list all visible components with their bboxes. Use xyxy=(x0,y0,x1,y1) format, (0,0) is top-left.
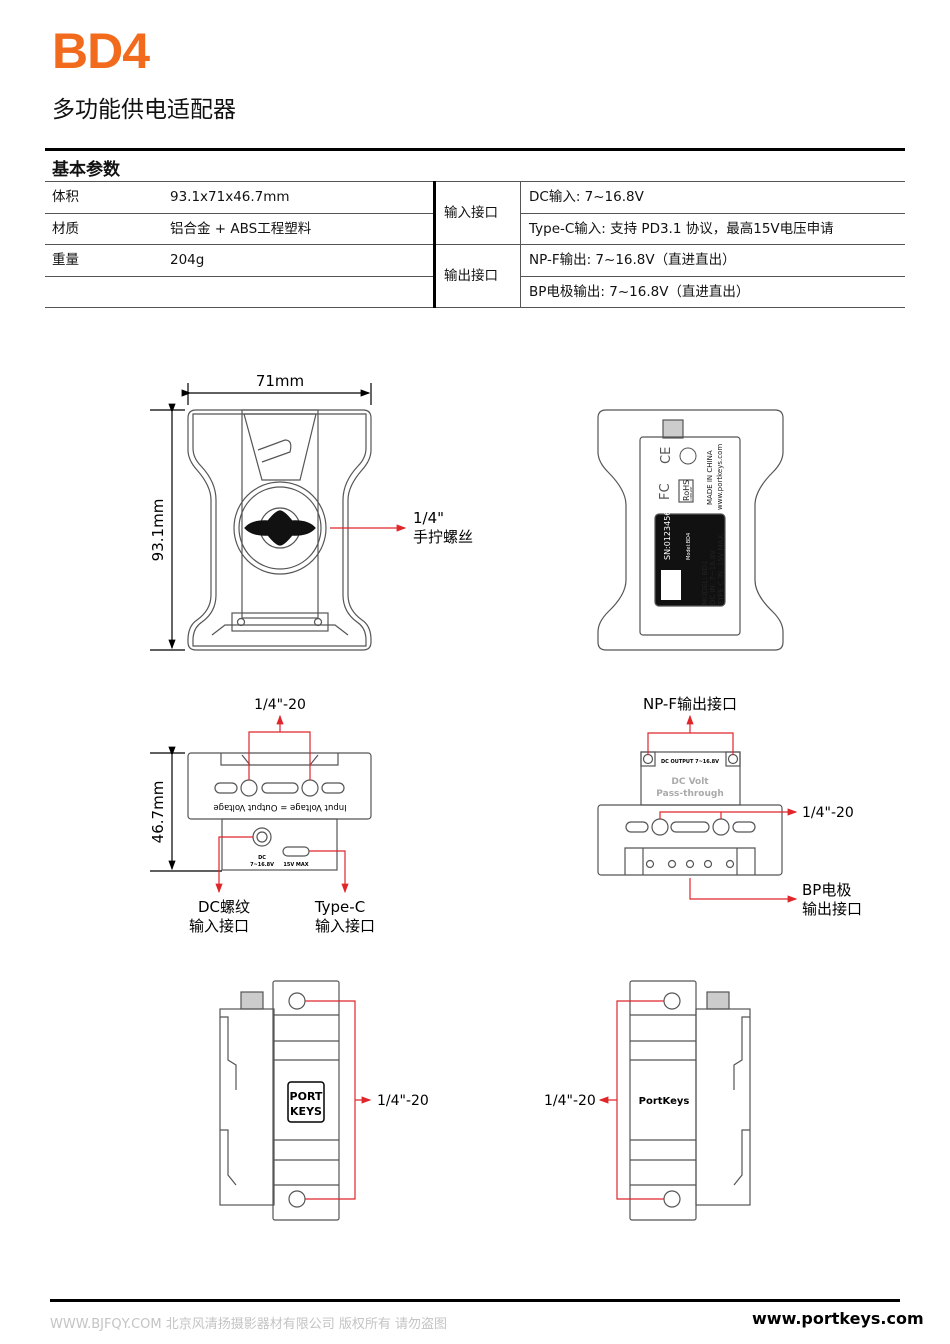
plate-text: DC OUTPUT 7~16.8V xyxy=(661,759,719,765)
spec-value: 204g xyxy=(170,252,205,268)
callout-label: NP-F输出接口 xyxy=(643,695,737,713)
watermark: WWW.BJFQY.COM 北京风清扬摄影器材有限公司 版权所有 请勿盗图 xyxy=(50,1317,448,1332)
engraving: Input Voltage = Output Voltage xyxy=(213,802,346,812)
callout-arrow xyxy=(600,1000,664,1200)
callout-label: 输出接口 xyxy=(802,900,862,918)
recycle-icon xyxy=(679,447,697,465)
spec-item: DC输入: 7~16.8V xyxy=(529,189,644,205)
callout-label: 1/4" xyxy=(413,509,444,527)
logo-text: PORT xyxy=(290,1090,323,1103)
thumb-screw-knob xyxy=(244,510,316,546)
typec-port-label: 15V MAX xyxy=(283,862,308,868)
portkeys-logo-box xyxy=(287,1081,325,1123)
spec-item: NP-F输出: 7~16.8V（直进直出） xyxy=(529,252,736,268)
section-title: 基本参数 xyxy=(52,160,120,180)
mount-label: 1/4"-20 xyxy=(377,1093,429,1109)
qr-code-icon xyxy=(661,570,681,600)
callout-label: DC螺纹 xyxy=(198,898,250,916)
side-view-right xyxy=(600,980,751,1221)
dc-port-label: DC xyxy=(258,855,266,861)
spec-label: 材质 xyxy=(52,221,79,237)
spec-label: 重量 xyxy=(52,252,79,268)
callout-label: Type-C xyxy=(314,898,365,916)
serial-number: SN:0123456 xyxy=(663,511,672,560)
ce-logo: CE xyxy=(659,447,674,464)
callout-arrow xyxy=(215,836,253,894)
mount-label: 1/4"-20 xyxy=(544,1093,596,1109)
site-text: www.portkeys.com xyxy=(716,444,724,510)
callout-arrow xyxy=(689,878,798,903)
group-label-output: 输出接口 xyxy=(444,268,498,284)
callout-label: 输入接口 xyxy=(189,917,249,935)
mount-label: 1/4"-20 xyxy=(802,805,854,821)
rohs-sub: COMPLIANT xyxy=(689,486,693,501)
callout-label: 手拧螺丝 xyxy=(413,528,473,546)
logo-text: KEYS xyxy=(290,1105,322,1118)
dc-in-text: DC IN: 7~16.8V xyxy=(709,550,717,605)
model-text: MODEL: BD1 xyxy=(701,561,709,606)
group-label-input: 输入接口 xyxy=(444,205,498,221)
top-view-output xyxy=(597,714,798,903)
footer-divider xyxy=(50,1299,900,1302)
model-small: Model:BD4 xyxy=(686,533,692,560)
passthrough-text: Pass-through xyxy=(656,789,723,799)
side-view-left xyxy=(219,980,370,1221)
fc-logo: FC xyxy=(658,483,673,500)
rohs-logo: RoHS xyxy=(682,480,691,501)
product-subtitle: 多功能供电适配器 xyxy=(52,97,236,123)
divider xyxy=(45,148,905,151)
height-label: 93.1mm xyxy=(149,499,167,562)
callout-label: BP电极 xyxy=(802,881,851,899)
product-title: BD4 xyxy=(52,23,150,79)
dc-port-value: 7~16.8V xyxy=(250,862,274,868)
table-rule xyxy=(45,307,905,308)
table-divider xyxy=(433,181,436,308)
logo-text: PortKeys xyxy=(639,1096,690,1107)
table-rule xyxy=(520,213,905,214)
table-rule xyxy=(45,244,905,245)
callout-label: 输入接口 xyxy=(315,917,375,935)
spec-label: 体积 xyxy=(52,189,79,205)
spec-value: 铝合金 + ABS工程塑料 xyxy=(170,221,312,237)
back-view xyxy=(597,409,784,651)
table-divider xyxy=(520,181,521,308)
top-view-input xyxy=(150,714,372,894)
table-rule xyxy=(45,213,434,214)
made-in-text: MADE IN CHINA xyxy=(706,450,714,505)
callout-arrow xyxy=(309,850,349,894)
spec-value: 93.1x71x46.7mm xyxy=(170,189,290,205)
depth-label: 46.7mm xyxy=(149,781,167,844)
table-rule xyxy=(520,276,905,277)
front-view xyxy=(150,383,407,651)
spec-item: Type-C输入: 支持 PD3.1 协议，最高15V电压申请 xyxy=(529,221,834,237)
table-rule xyxy=(45,181,905,182)
spec-item: BP电极输出: 7~16.8V（直进直出） xyxy=(529,284,750,300)
mount-label: 1/4"-20 xyxy=(254,697,306,713)
passthrough-text: DC Volt xyxy=(671,777,709,787)
table-rule xyxy=(45,276,434,277)
callout-arrow xyxy=(305,1000,370,1200)
website-link[interactable]: www.portkeys.com xyxy=(752,1309,924,1328)
typec-in-text: TYPE-C IN: 15V MAX xyxy=(717,535,725,606)
callout-arrow xyxy=(659,812,796,819)
width-label: 71mm xyxy=(256,372,304,390)
